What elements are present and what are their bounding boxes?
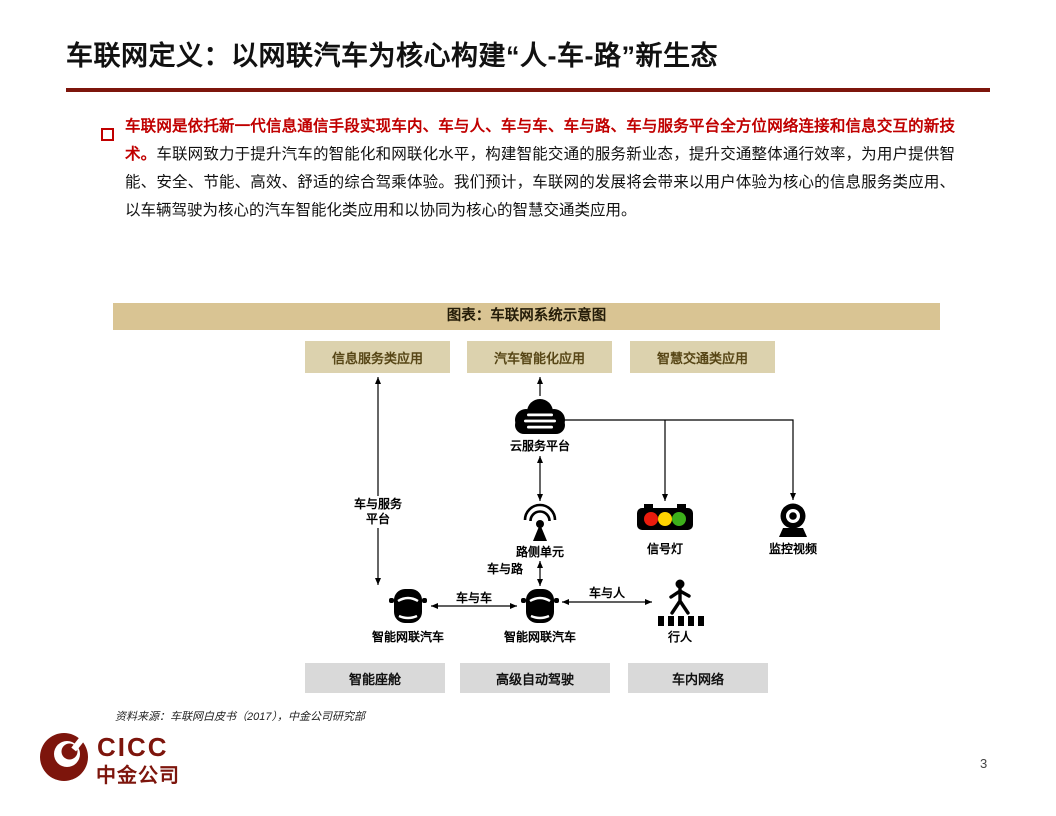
page-number: 3 bbox=[980, 756, 988, 771]
app-box-info-service: 信息服务类应用 bbox=[305, 341, 450, 373]
app-box-smart-traffic: 智慧交通类应用 bbox=[630, 341, 775, 373]
edge-label-vehicle-vehicle: 车与车 bbox=[455, 591, 493, 605]
edge-label-vehicle-road: 车与路 bbox=[486, 562, 524, 576]
traffic-light-icon bbox=[637, 504, 693, 530]
bullet-icon bbox=[101, 128, 114, 141]
app-box-vehicle-intelligence: 汽车智能化应用 bbox=[467, 341, 612, 373]
cicc-logo-icon bbox=[40, 733, 88, 781]
car-right-label: 智能网联汽车 bbox=[503, 630, 577, 644]
edge-label-vehicle-service-line1: 车与服务 bbox=[353, 497, 403, 511]
bottom-box-smart-cockpit: 智能座舱 bbox=[305, 663, 445, 693]
pedestrian-label: 行人 bbox=[667, 630, 693, 644]
connected-car-right-icon bbox=[521, 589, 559, 623]
figure-title: 图表：车联网系统示意图 bbox=[446, 308, 607, 324]
edge-label-vehicle-service-line2: 平台 bbox=[365, 512, 391, 526]
bottom-box-autonomous-driving: 高级自动驾驶 bbox=[460, 663, 610, 693]
cicc-logo-acronym: CICC bbox=[97, 732, 169, 762]
summary-paragraph: 车联网是依托新一代信息通信手段实现车内、车与人、车与车、车与路、车与服务平台全方… bbox=[125, 113, 955, 225]
edge-cloud-to-camera-line bbox=[564, 419, 796, 500]
roadside-unit-label: 路侧单元 bbox=[515, 545, 565, 559]
paragraph-rest: 车联网致力于提升汽车的智能化和网联化水平，构建智能交通的服务新业态，提升交通整体… bbox=[125, 146, 955, 219]
roadside-unit-icon bbox=[523, 503, 557, 541]
surveillance-camera-icon bbox=[779, 503, 807, 537]
cicc-logo-name: 中金公司 bbox=[96, 765, 180, 787]
connected-car-left-icon bbox=[389, 589, 427, 623]
cloud-platform-icon bbox=[515, 399, 565, 434]
bottom-box-invehicle-network: 车内网络 bbox=[628, 663, 768, 693]
figure-title-bar: 图表：车联网系统示意图 bbox=[113, 303, 940, 330]
edge-label-vehicle-service: 车与服务 平台 bbox=[350, 496, 406, 528]
camera-label: 监控视频 bbox=[768, 542, 818, 556]
pedestrian-icon bbox=[658, 579, 704, 626]
cloud-platform-label: 云服务平台 bbox=[509, 439, 571, 453]
edge-label-vehicle-person: 车与人 bbox=[588, 586, 626, 600]
page-title: 车联网定义：以网联汽车为核心构建“人-车-路”新生态 bbox=[66, 41, 718, 71]
traffic-light-label: 信号灯 bbox=[646, 542, 684, 556]
paragraph-lead: 车联网是依托新一代信息通信手段实现车内、车与人、车与车、车与路、车与服务平台全方… bbox=[125, 118, 955, 163]
source-note: 资料来源：车联网白皮书（2017），中金公司研究部 bbox=[115, 711, 365, 723]
title-underline bbox=[66, 88, 990, 92]
car-left-label: 智能网联汽车 bbox=[371, 630, 445, 644]
